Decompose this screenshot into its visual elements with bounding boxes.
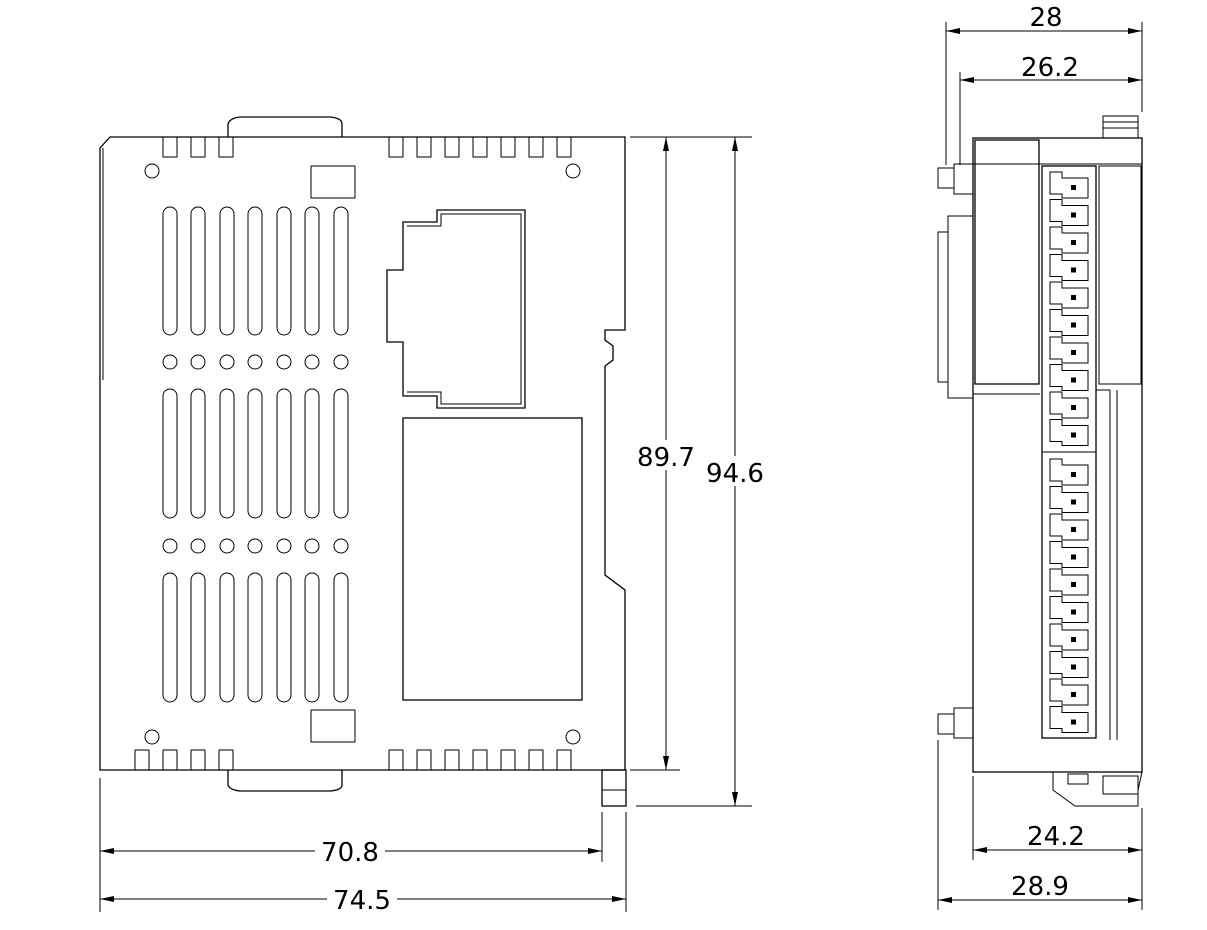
- hole-top-right: [565, 163, 581, 179]
- terminal: [1049, 651, 1089, 678]
- terminal: [1049, 568, 1089, 596]
- vent-slot: [276, 388, 292, 519]
- terminal: [1049, 486, 1089, 513]
- vent-dot: [304, 538, 320, 554]
- vent-slots: [162, 206, 349, 703]
- terminal: [1049, 706, 1089, 733]
- bottom-tabs: [134, 749, 572, 771]
- terminal: [1049, 364, 1089, 391]
- vent-slot: [304, 388, 320, 519]
- vent-slot: [276, 206, 292, 336]
- terminal: [1049, 226, 1089, 254]
- din-foot: [601, 769, 627, 807]
- vent-slot: [190, 206, 206, 336]
- hole-top-left: [144, 163, 160, 179]
- vent-slot: [304, 572, 320, 703]
- terminal: [1049, 513, 1089, 541]
- vent-dot: [162, 354, 178, 370]
- terminal: [1049, 623, 1089, 651]
- terminal: [1049, 199, 1089, 226]
- bottom-clip: [227, 770, 343, 792]
- vent-slot: [162, 388, 178, 519]
- vent-dot: [247, 354, 263, 370]
- vent-slot: [190, 388, 206, 519]
- vent-slot: [247, 206, 263, 336]
- vent-dot: [304, 354, 320, 370]
- vent-slot: [219, 206, 235, 336]
- terminal: [1049, 678, 1089, 706]
- vent-slot: [219, 572, 235, 703]
- vent-slot: [162, 572, 178, 703]
- vent-slot: [162, 206, 178, 336]
- label-square-top: [310, 165, 356, 199]
- front-body-outline: [99, 136, 626, 771]
- vent-dot: [190, 538, 206, 554]
- vent-slot: [333, 206, 349, 336]
- vent-dots: [162, 354, 349, 554]
- vent-slot: [190, 572, 206, 703]
- dim-label-28-9: 28.9: [1011, 872, 1069, 902]
- vent-dot: [276, 354, 292, 370]
- vent-dot: [219, 538, 235, 554]
- vent-slot: [247, 388, 263, 519]
- vent-dot: [333, 538, 349, 554]
- dim-label-28: 28: [1029, 3, 1062, 33]
- terminal: [1049, 541, 1089, 568]
- top-knob: [1102, 115, 1139, 139]
- terminal-set: [1049, 171, 1089, 733]
- side-bottom-foot: [1052, 771, 1143, 807]
- side-view: [937, 115, 1143, 807]
- dim-label-74-5: 74.5: [333, 886, 391, 916]
- hole-bottom-left: [144, 729, 160, 745]
- vent-slot: [333, 572, 349, 703]
- vent-dot: [190, 354, 206, 370]
- vent-slot: [219, 388, 235, 519]
- dim-label-94-6: 94.6: [706, 459, 764, 489]
- vent-slot: [304, 206, 320, 336]
- front-dimensions: 70.8 74.5 89.7 94.6: [99, 136, 770, 916]
- terminal: [1049, 391, 1089, 419]
- vent-slot: [333, 388, 349, 519]
- vent-slot: [276, 572, 292, 703]
- hole-bottom-right: [565, 729, 581, 745]
- top-tabs: [162, 136, 572, 158]
- terminal: [1049, 281, 1089, 309]
- vent-slot: [247, 572, 263, 703]
- vent-dot: [276, 538, 292, 554]
- terminal: [1049, 336, 1089, 364]
- side-dimensions: 28 26.2 24.2 28.9: [937, 3, 1143, 910]
- vent-dot: [162, 538, 178, 554]
- top-clip: [227, 116, 343, 137]
- terminal: [1049, 171, 1089, 199]
- terminal: [1049, 309, 1089, 336]
- side-upper-block: [974, 139, 1040, 385]
- vent-dot: [219, 354, 235, 370]
- terminal: [1049, 596, 1089, 623]
- display-window: [402, 417, 583, 701]
- terminal: [1049, 458, 1089, 486]
- label-square-bottom: [310, 709, 356, 743]
- dim-label-26-2: 26.2: [1021, 53, 1079, 83]
- dim-label-24-2: 24.2: [1027, 822, 1085, 852]
- terminal: [1049, 419, 1089, 446]
- side-body-outline: [972, 137, 1143, 773]
- dim-label-70-8: 70.8: [321, 838, 379, 868]
- terminal: [1049, 254, 1089, 281]
- connector-cutout: [386, 209, 526, 409]
- vent-dot: [247, 538, 263, 554]
- front-view: [99, 116, 627, 807]
- vent-dot: [333, 354, 349, 370]
- dim-label-89-7: 89.7: [637, 443, 695, 473]
